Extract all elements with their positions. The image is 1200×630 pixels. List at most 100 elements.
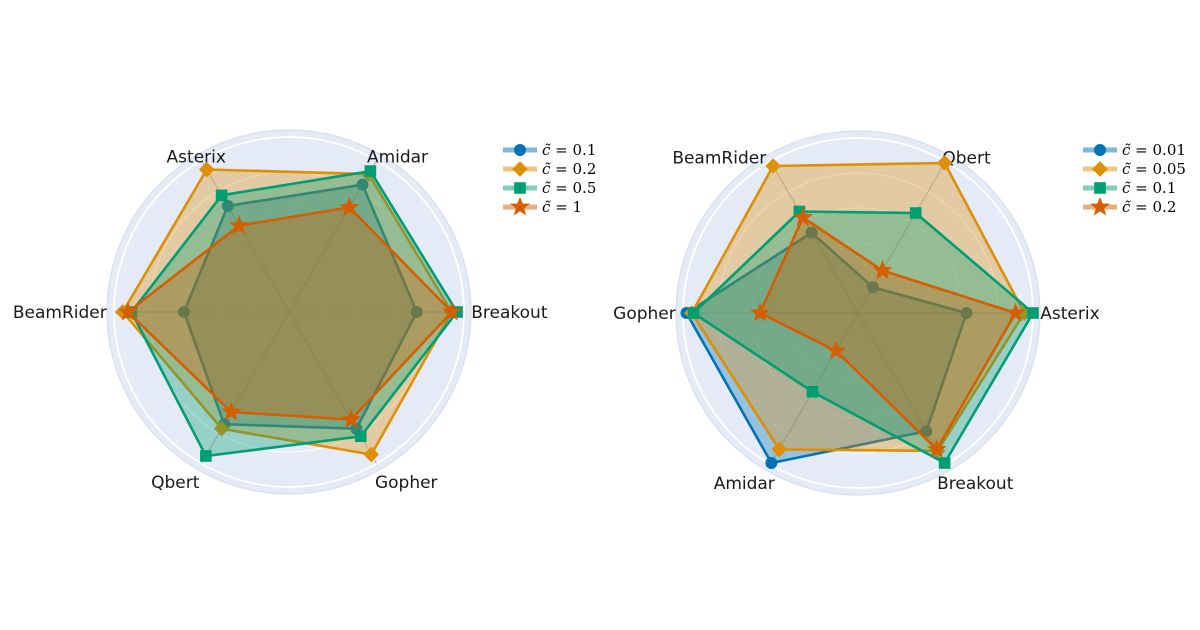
circle-legend-marker	[1094, 143, 1106, 156]
axis-label-gopher: Gopher	[613, 304, 676, 324]
star-marker-amidar	[826, 340, 847, 360]
legend-equals: =	[550, 197, 573, 216]
circle-marker-asterix	[221, 199, 234, 212]
square-marker-gopher	[687, 307, 700, 319]
series-fill	[184, 184, 417, 429]
diamond-marker-amidar	[771, 441, 788, 458]
legend-var: c̃	[542, 197, 551, 216]
legend-item-c-0-1: c̃ = 0.1	[1083, 178, 1186, 197]
legend-value: 0.05	[1152, 159, 1186, 178]
square-marker-qbert	[200, 450, 212, 462]
circle-legend-icon	[503, 143, 537, 156]
axis-label-asterix: Asterix	[167, 147, 226, 167]
star-marker-breakout	[441, 301, 462, 321]
axis-label-asterix: Asterix	[1040, 304, 1099, 324]
legend-label: c̃ = 0.5	[542, 179, 596, 197]
legend-label: c̃ = 0.1	[1122, 179, 1176, 197]
circle-legend-icon	[1083, 143, 1117, 156]
diamond-marker-gopher	[363, 446, 380, 463]
circle-marker-amidar	[356, 178, 369, 191]
diamond-legend-marker	[512, 160, 528, 177]
circle-marker-qbert	[866, 281, 879, 294]
diamond-legend-marker	[1092, 160, 1108, 177]
series-fill	[128, 207, 452, 420]
legend-var: c̃	[542, 140, 551, 159]
star-marker-beamrider	[118, 301, 138, 321]
legend-item-c-0-05: c̃ = 0.05	[1083, 159, 1186, 178]
legend-item-c-0-5: c̃ = 0.5	[503, 178, 596, 197]
circle-marker-beamrider	[805, 226, 818, 239]
star-marker-gopher	[750, 302, 770, 322]
diamond-legend-icon	[503, 160, 537, 177]
legend-label: c̃ = 1	[542, 198, 582, 216]
circle-marker-breakout	[410, 306, 423, 318]
legend-item-c-0-01: c̃ = 0.01	[1083, 140, 1186, 159]
circle-marker-amidar	[765, 457, 778, 470]
legend-label: c̃ = 0.05	[1122, 160, 1186, 178]
legend-item-c-0-1: c̃ = 0.1	[503, 140, 596, 159]
legend-var: c̃	[1122, 140, 1131, 159]
diamond-marker-beamrider	[765, 158, 781, 174]
star-marker-amidar	[339, 196, 360, 216]
axis-spoke	[201, 311, 290, 464]
circle-marker-asterix	[960, 307, 973, 319]
diamond-marker-qbert	[213, 420, 230, 437]
series-fill	[760, 217, 1016, 450]
diamond-legend-icon	[1083, 160, 1117, 177]
legend-var: c̃	[1122, 159, 1131, 178]
axis-spoke	[857, 312, 946, 465]
legend-value: 0.1	[1152, 178, 1177, 197]
legend-equals: =	[550, 159, 573, 178]
axis-spoke	[201, 160, 290, 313]
legend-equals: =	[1130, 140, 1153, 159]
axis-label-beamrider: BeamRider	[672, 148, 766, 168]
series-fill	[131, 171, 457, 456]
star-marker-asterix	[1005, 302, 1026, 322]
legend-value: 0.1	[572, 140, 597, 159]
axis-label-qbert: Qbert	[151, 473, 200, 493]
series-fill	[122, 169, 452, 455]
square-marker-qbert	[909, 207, 922, 219]
square-legend-icon	[1083, 181, 1117, 194]
axis-label-amidar: Amidar	[714, 474, 775, 494]
legend-item-c-0-2: c̃ = 0.2	[503, 159, 596, 178]
legend-value: 1	[572, 197, 583, 216]
legend-var: c̃	[542, 178, 551, 197]
series-c-0-2	[750, 207, 1026, 458]
legend-item-c-1: c̃ = 1	[503, 197, 596, 216]
square-legend-marker	[1094, 181, 1106, 194]
square-legend-icon	[503, 181, 537, 194]
star-marker-qbert	[872, 260, 893, 280]
legend-label: c̃ = 0.2	[1122, 198, 1176, 216]
axis-label-qbert: Qbert	[942, 148, 991, 168]
star-legend-icon	[1083, 197, 1117, 215]
series-c-0-1	[178, 178, 423, 435]
axis-label-breakout: Breakout	[937, 474, 1014, 494]
square-marker-gopher	[354, 430, 367, 443]
star-marker-qbert	[221, 401, 242, 421]
square-marker-amidar	[806, 386, 819, 398]
square-marker-beamrider	[793, 205, 806, 218]
square-marker-asterix	[1027, 307, 1039, 319]
legend-label: c̃ = 0.1	[542, 141, 596, 159]
axis-label-breakout: Breakout	[471, 303, 548, 323]
legend-label: c̃ = 0.2	[542, 160, 596, 178]
axis-label-beamrider: BeamRider	[13, 303, 107, 323]
legend-var: c̃	[1122, 197, 1131, 216]
legend-value: 0.01	[1152, 140, 1186, 159]
star-legend-marker	[510, 197, 530, 215]
star-legend-icon	[503, 197, 537, 215]
series-c-1	[118, 196, 462, 429]
legend-value: 0.2	[572, 159, 597, 178]
legend-label: c̃ = 0.01	[1122, 141, 1186, 159]
square-legend-marker	[514, 181, 526, 194]
legend-item-c-0-2: c̃ = 0.2	[1083, 197, 1186, 216]
star-marker-asterix	[229, 215, 250, 235]
circle-marker-beamrider	[178, 306, 190, 318]
